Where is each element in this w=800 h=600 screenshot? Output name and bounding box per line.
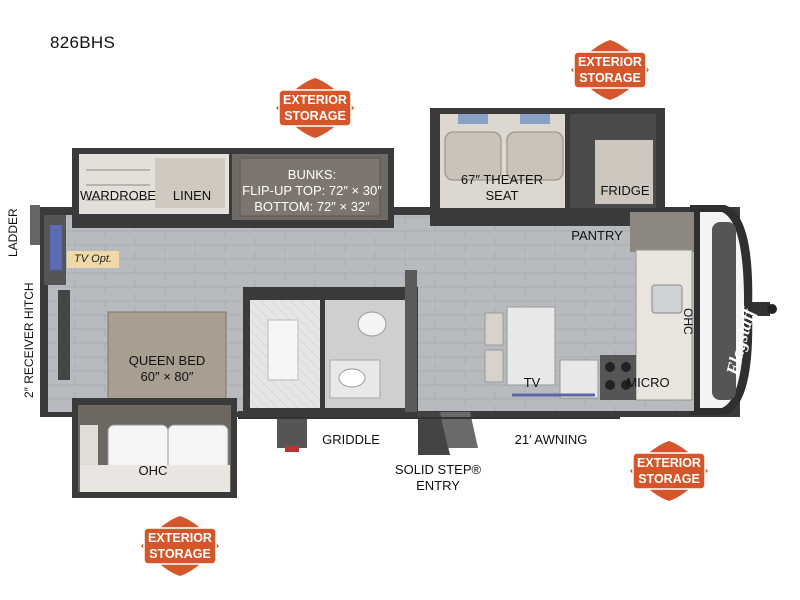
exterior-storage-badge-top-left: EXTERIOR STORAGE bbox=[276, 78, 354, 138]
entry-step bbox=[418, 412, 450, 455]
label-ohc-front: OHC bbox=[681, 308, 695, 335]
label-bunks-title: BUNKS: bbox=[287, 167, 337, 182]
model-name: 826BHS bbox=[50, 33, 116, 52]
griddle bbox=[277, 418, 307, 448]
label-queen-bed-size: 60″ × 80″ bbox=[140, 369, 194, 384]
label-pantry: PANTRY bbox=[571, 228, 623, 243]
label-awning: 21′ AWNING bbox=[514, 432, 588, 447]
badge-text-2: STORAGE bbox=[284, 109, 346, 123]
label-ohc-rear: OHC bbox=[138, 463, 168, 478]
label-entry-2: ENTRY bbox=[416, 478, 460, 493]
badge-text-1: EXTERIOR bbox=[148, 531, 212, 545]
badge-text-1: EXTERIOR bbox=[637, 456, 701, 470]
label-theater-seat-2: SEAT bbox=[485, 188, 519, 203]
exterior-storage-badge-top-right: EXTERIOR STORAGE bbox=[571, 40, 649, 100]
label-entry: SOLID STEP® bbox=[394, 462, 482, 477]
label-receiver-hitch: 2″ RECEIVER HITCH bbox=[22, 282, 36, 398]
label-tv-optional: TV Opt. bbox=[67, 251, 119, 268]
badge-text-2: STORAGE bbox=[638, 472, 700, 486]
label-bunks-bottom: BOTTOM: 72″ × 32″ bbox=[254, 199, 370, 214]
badge-text-2: STORAGE bbox=[149, 547, 211, 561]
pantry-cabinet bbox=[630, 212, 694, 252]
ladder bbox=[30, 205, 40, 245]
label-fridge: FRIDGE bbox=[600, 183, 650, 198]
queen-bed bbox=[107, 311, 227, 413]
label-tv: TV bbox=[523, 375, 541, 390]
label-griddle: GRIDDLE bbox=[322, 432, 380, 447]
badge-text-1: EXTERIOR bbox=[283, 93, 347, 107]
label-theater-seat: 67″ THEATER bbox=[460, 172, 544, 187]
label-linen: LINEN bbox=[172, 188, 212, 203]
label-micro: MICRO bbox=[626, 375, 670, 390]
dinette-table bbox=[506, 306, 556, 386]
label-ladder: LADDER bbox=[6, 208, 20, 257]
label-queen-bed: QUEEN BED bbox=[128, 353, 206, 368]
exterior-storage-badge-bottom-right: EXTERIOR STORAGE bbox=[630, 441, 708, 501]
exterior-storage-badge-bottom-left: EXTERIOR STORAGE bbox=[141, 516, 219, 576]
badge-text-1: EXTERIOR bbox=[578, 55, 642, 69]
label-bunks-top: FLIP-UP TOP: 72″ × 30″ bbox=[242, 183, 382, 198]
hitch-tongue bbox=[752, 302, 770, 316]
label-wardrobe: WARDROBE bbox=[79, 188, 157, 203]
badge-text-2: STORAGE bbox=[579, 71, 641, 85]
